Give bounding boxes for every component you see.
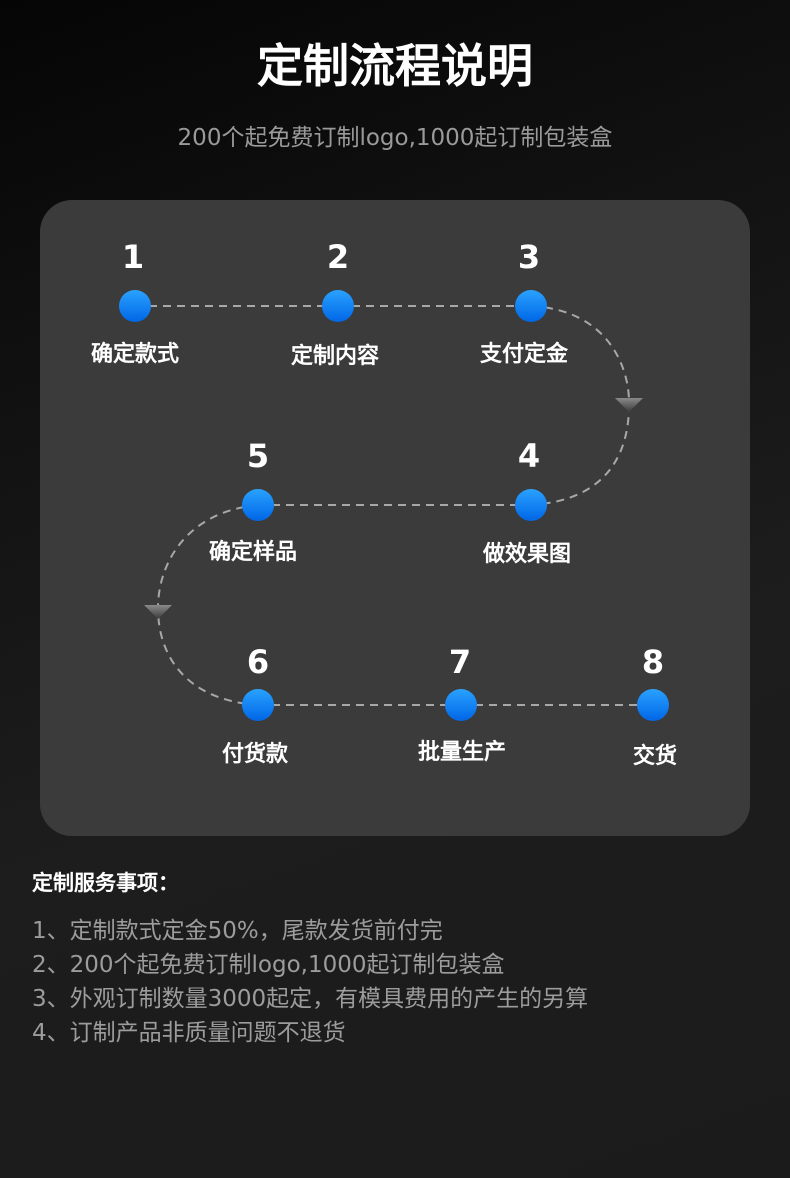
step-8-number: 8 [641,643,665,681]
arrow-left-icon [144,605,172,619]
step-1-node [119,290,151,322]
step-4-number: 4 [517,437,541,475]
step-5-number: 5 [246,437,270,475]
service-item: 4、订制产品非质量问题不退货 [32,1020,346,1046]
step-7-number: 7 [448,643,472,681]
step-3-number: 3 [517,238,541,276]
step-2-number: 2 [326,238,350,276]
step-2-node [322,290,354,322]
services-heading: 定制服务事项： [32,871,179,895]
page-title: 定制流程说明 [257,39,533,93]
step-3-node [515,290,547,322]
flow-panel: 1 2 3 4 5 6 7 8 确定款式 定制内容 支付定金 做效果图 确定样品… [40,200,750,836]
step-8-label: 交货 [632,744,677,769]
step-6-node [242,689,274,721]
step-7-node [445,689,477,721]
page-subtitle: 200个起免费订制logo,1000起订制包装盒 [177,125,613,151]
service-item: 2、200个起免费订制logo,1000起订制包装盒 [32,952,505,978]
service-item: 3、外观订制数量3000起定，有模具费用的产生的另算 [32,986,589,1012]
step-6-label: 付货款 [221,742,288,767]
services-list: 1、定制款式定金50%，尾款发货前付完 2、200个起免费订制logo,1000… [32,914,588,1050]
service-item: 1、定制款式定金50%，尾款发货前付完 [32,918,443,944]
flow-connectors [119,290,669,721]
step-3-label: 支付定金 [479,342,568,367]
step-7-label: 批量生产 [417,740,506,765]
step-1-label: 确定款式 [90,342,179,367]
step-1-number: 1 [121,238,145,276]
step-4-node [515,489,547,521]
step-6-number: 6 [246,643,270,681]
step-2-label: 定制内容 [290,344,379,369]
step-5-node [242,489,274,521]
step-5-label: 确定样品 [208,540,297,565]
step-8-node [637,689,669,721]
arrow-right-icon [615,398,643,412]
step-4-label: 做效果图 [482,542,571,567]
